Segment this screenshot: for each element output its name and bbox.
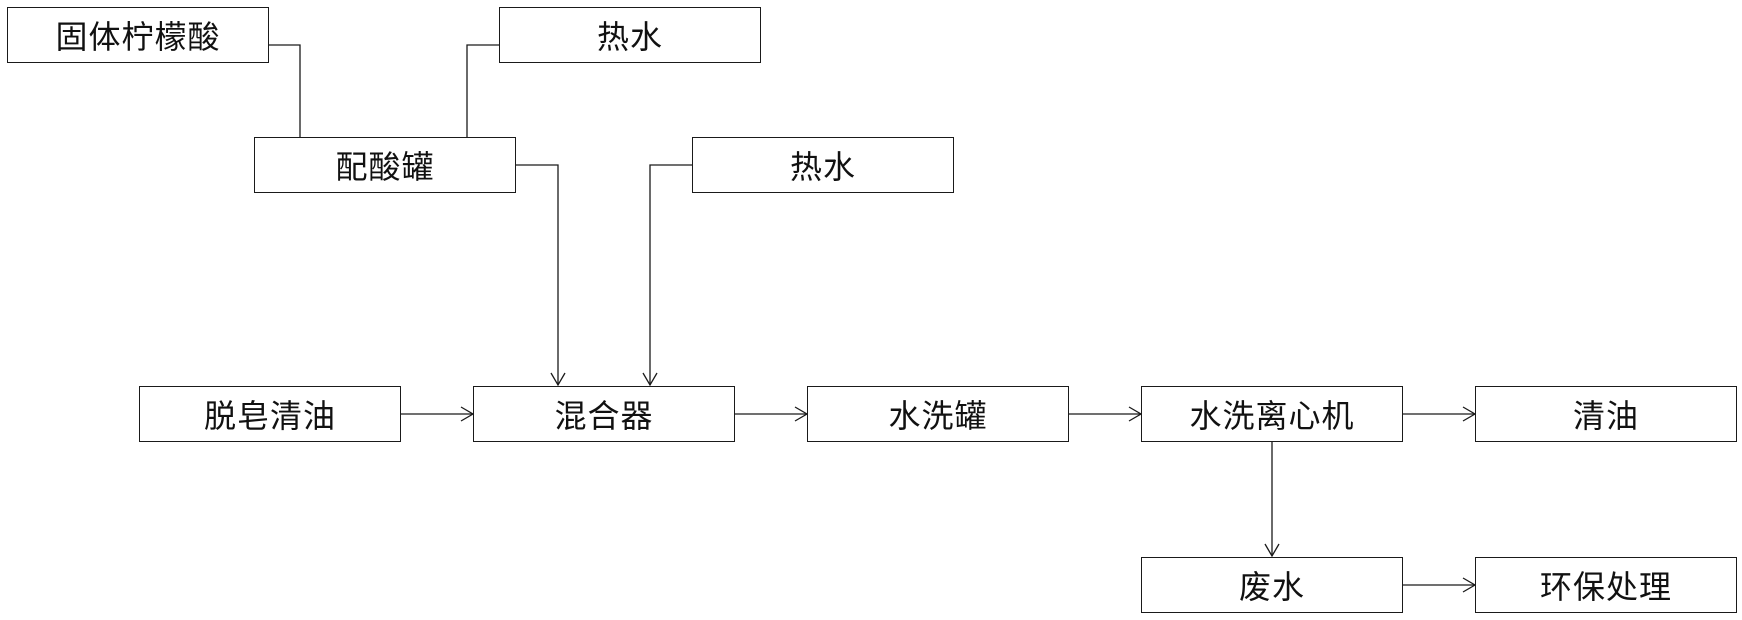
node-wash-tank-label: 水洗罐 (888, 397, 988, 435)
node-waste-water: 废水 (1141, 557, 1403, 613)
node-waste-water-label: 废水 (1238, 568, 1305, 606)
node-wash-tank: 水洗罐 (807, 386, 1069, 442)
node-hot-water-2-label: 热水 (789, 148, 856, 186)
node-hot-water-1-label: 热水 (596, 18, 663, 56)
node-clean-oil-label: 清油 (1572, 397, 1639, 435)
node-mixer-label: 混合器 (554, 397, 654, 435)
node-citric-acid: 固体柠檬酸 (7, 7, 269, 63)
node-centrifuge-label: 水洗离心机 (1189, 397, 1355, 435)
node-env-treatment-label: 环保处理 (1539, 568, 1672, 606)
node-acid-tank: 配酸罐 (254, 137, 516, 193)
edge-citric-acid-to-acid-tank (268, 44, 301, 137)
node-acid-tank-label: 配酸罐 (335, 148, 435, 186)
node-centrifuge: 水洗离心机 (1141, 386, 1403, 442)
node-mixer: 混合器 (473, 386, 735, 442)
node-citric-acid-label: 固体柠檬酸 (55, 18, 221, 56)
node-hot-water-2: 热水 (692, 137, 954, 193)
node-oil-input-label: 脱皂清油 (203, 397, 336, 435)
edge-hot-water-2-to-mixer (642, 164, 692, 387)
edge-hot-water-1-to-acid-tank (466, 44, 499, 137)
node-clean-oil: 清油 (1475, 386, 1737, 442)
node-oil-input: 脱皂清油 (139, 386, 401, 442)
edge-acid-tank-to-mixer (516, 164, 566, 387)
node-hot-water-1: 热水 (499, 7, 761, 63)
node-env-treatment: 环保处理 (1475, 557, 1737, 613)
